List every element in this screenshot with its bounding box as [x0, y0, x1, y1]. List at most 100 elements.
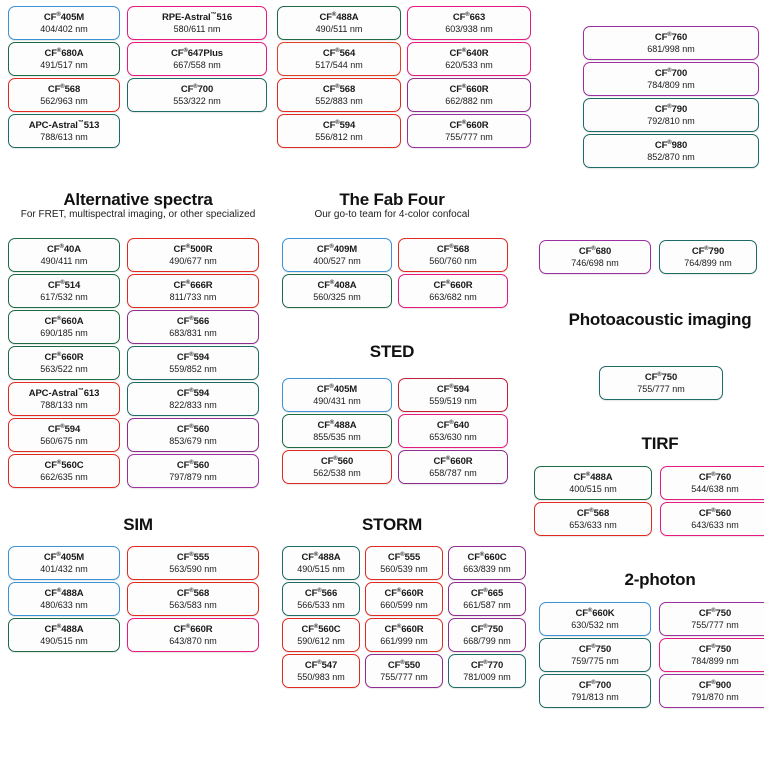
registered-mark: ® — [445, 455, 451, 462]
registered-mark: ® — [56, 11, 61, 18]
dye-name: CF®750 — [644, 371, 678, 383]
registered-mark: ® — [329, 279, 335, 286]
dye-spectra: 759/775 nm — [571, 655, 619, 666]
dye-spectra: 556/812 nm — [315, 131, 363, 142]
registered-mark: ® — [56, 315, 62, 322]
dye-spectra: 690/185 nm — [40, 327, 88, 338]
dye-name: CF®488A — [317, 419, 357, 431]
dye-spectra: 764/899 nm — [684, 257, 732, 268]
registered-mark: ® — [331, 11, 337, 18]
dye-spectra: 788/133 nm — [40, 399, 88, 410]
registered-mark: ® — [317, 587, 322, 594]
section-subtitle-fab-four: Our go-to team for 4-color confocal — [314, 209, 470, 220]
dye-spectra: 400/515 nm — [569, 483, 617, 494]
dye-spectra: 620/533 nm — [445, 59, 493, 70]
registered-mark: ® — [483, 659, 488, 666]
dye-name: CF®660R — [384, 587, 424, 599]
dye-spectra: 822/833 nm — [169, 399, 217, 410]
dye-name: CF®488A — [573, 471, 613, 483]
dye-name: CF®488A — [44, 623, 84, 635]
dye-spectra: 653/630 nm — [429, 431, 477, 442]
registered-mark: ® — [56, 351, 62, 358]
dye-name: CF®760 — [654, 31, 688, 43]
registered-mark: ® — [479, 551, 485, 558]
section-title-two-photon: 2-photon — [624, 570, 696, 589]
